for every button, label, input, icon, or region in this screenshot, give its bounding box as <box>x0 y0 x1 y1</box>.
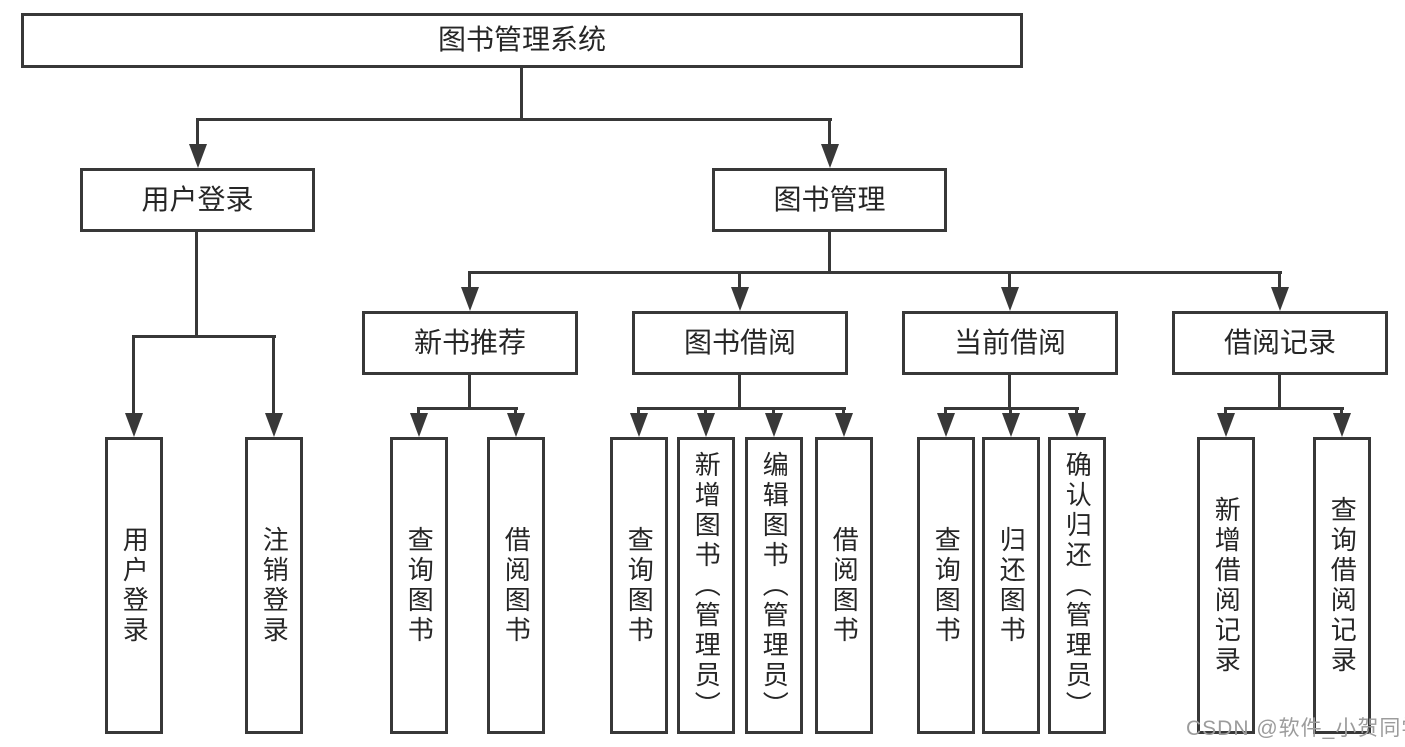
connector-branch <box>842 407 845 417</box>
connector-stem <box>195 232 198 335</box>
connector-stem <box>1278 375 1281 407</box>
connector-branch <box>1278 271 1281 291</box>
leaf-recommend-query-books: 查询图书 <box>390 437 448 734</box>
connector-branch <box>514 407 517 417</box>
leaf-current-query-books: 查询图书 <box>917 437 975 734</box>
arrow-down-icon <box>1002 413 1020 437</box>
arrow-down-icon <box>821 144 839 168</box>
connector-branch <box>196 118 199 148</box>
node-user-login-label: 用户登录 <box>141 183 254 215</box>
node-book-management-label: 图书管理 <box>773 183 886 215</box>
leaf-return-books: 归还图书 <box>982 437 1040 734</box>
leaf-add-borrow-record-label: 新增借阅记录 <box>1211 495 1242 676</box>
arrow-down-icon <box>731 287 749 311</box>
connector-branch <box>1340 407 1343 417</box>
csdn-watermark: CSDN @软件_小贺同学 <box>1186 717 1405 740</box>
arrow-down-icon <box>125 413 143 437</box>
arrow-down-icon <box>189 144 207 168</box>
connector-branch <box>417 407 420 417</box>
arrow-down-icon <box>265 413 283 437</box>
leaf-borrow-query-books: 查询图书 <box>610 437 668 734</box>
node-new-book-recommend-label: 新书推荐 <box>413 326 526 358</box>
arrow-down-icon <box>507 413 525 437</box>
connector-bar <box>417 407 518 410</box>
leaf-recommend-query-books-label: 查询图书 <box>404 525 435 646</box>
node-new-book-recommend: 新书推荐 <box>362 311 578 375</box>
arrow-down-icon <box>765 413 783 437</box>
connector-branch <box>132 335 135 417</box>
connector-stem <box>828 232 831 271</box>
arrow-down-icon <box>1001 287 1019 311</box>
leaf-confirm-return-admin-label: 确认归还（管理员） <box>1062 450 1093 721</box>
node-root: 图书管理系统 <box>21 13 1023 68</box>
leaf-query-borrow-record: 查询借阅记录 <box>1313 437 1371 734</box>
arrow-down-icon <box>697 413 715 437</box>
connector-bar <box>637 407 846 410</box>
arrow-down-icon <box>937 413 955 437</box>
arrow-down-icon <box>1333 413 1351 437</box>
node-book-management: 图书管理 <box>712 168 947 232</box>
connector-branch <box>772 407 775 417</box>
node-root-label: 图书管理系统 <box>437 24 606 56</box>
leaf-confirm-return-admin: 确认归还（管理员） <box>1048 437 1106 734</box>
leaf-borrow-query-books-label: 查询图书 <box>624 525 655 646</box>
leaf-current-query-books-label: 查询图书 <box>931 525 962 646</box>
arrow-down-icon <box>835 413 853 437</box>
arrow-down-icon <box>1271 287 1289 311</box>
leaf-logout-label: 注销登录 <box>259 525 290 646</box>
connector-stem <box>520 68 523 118</box>
leaf-add-books-admin: 新增图书（管理员） <box>677 437 735 734</box>
leaf-logout: 注销登录 <box>245 437 303 734</box>
connector-stem <box>1008 375 1011 407</box>
node-borrow-records-label: 借阅记录 <box>1223 326 1336 358</box>
connector-branch <box>1009 407 1012 417</box>
leaf-edit-books-admin-label: 编辑图书（管理员） <box>759 450 790 721</box>
connector-stem <box>468 375 471 407</box>
leaf-edit-books-admin: 编辑图书（管理员） <box>745 437 803 734</box>
connector-bar <box>132 335 276 338</box>
connector-branch <box>1008 271 1011 291</box>
node-current-borrow: 当前借阅 <box>902 311 1118 375</box>
arrow-down-icon <box>630 413 648 437</box>
connector-branch <box>704 407 707 417</box>
connector-branch <box>828 118 831 148</box>
connector-bar <box>468 271 1282 274</box>
leaf-query-borrow-record-label: 查询借阅记录 <box>1327 495 1358 676</box>
connector-stem <box>738 375 741 407</box>
node-book-borrow: 图书借阅 <box>632 311 848 375</box>
node-user-login: 用户登录 <box>80 168 315 232</box>
connector-branch <box>1075 407 1078 417</box>
leaf-add-borrow-record: 新增借阅记录 <box>1197 437 1255 734</box>
arrow-down-icon <box>410 413 428 437</box>
leaf-borrow-books: 借阅图书 <box>815 437 873 734</box>
connector-branch <box>738 271 741 291</box>
connector-branch <box>272 335 275 417</box>
connector-bar <box>1224 407 1344 410</box>
leaf-return-books-label: 归还图书 <box>996 525 1027 646</box>
leaf-user-login-label: 用户登录 <box>119 525 150 646</box>
node-borrow-records: 借阅记录 <box>1172 311 1388 375</box>
leaf-recommend-borrow-books-label: 借阅图书 <box>501 525 532 646</box>
connector-branch <box>1224 407 1227 417</box>
connector-branch <box>637 407 640 417</box>
node-current-borrow-label: 当前借阅 <box>953 326 1066 358</box>
node-book-borrow-label: 图书借阅 <box>683 326 796 358</box>
connector-branch <box>944 407 947 417</box>
arrow-down-icon <box>1068 413 1086 437</box>
leaf-borrow-books-label: 借阅图书 <box>829 525 860 646</box>
leaf-user-login: 用户登录 <box>105 437 163 734</box>
leaf-add-books-admin-label: 新增图书（管理员） <box>691 450 722 721</box>
arrow-down-icon <box>461 287 479 311</box>
connector-bar <box>196 118 832 121</box>
arrow-down-icon <box>1217 413 1235 437</box>
leaf-recommend-borrow-books: 借阅图书 <box>487 437 545 734</box>
connector-branch <box>468 271 471 291</box>
